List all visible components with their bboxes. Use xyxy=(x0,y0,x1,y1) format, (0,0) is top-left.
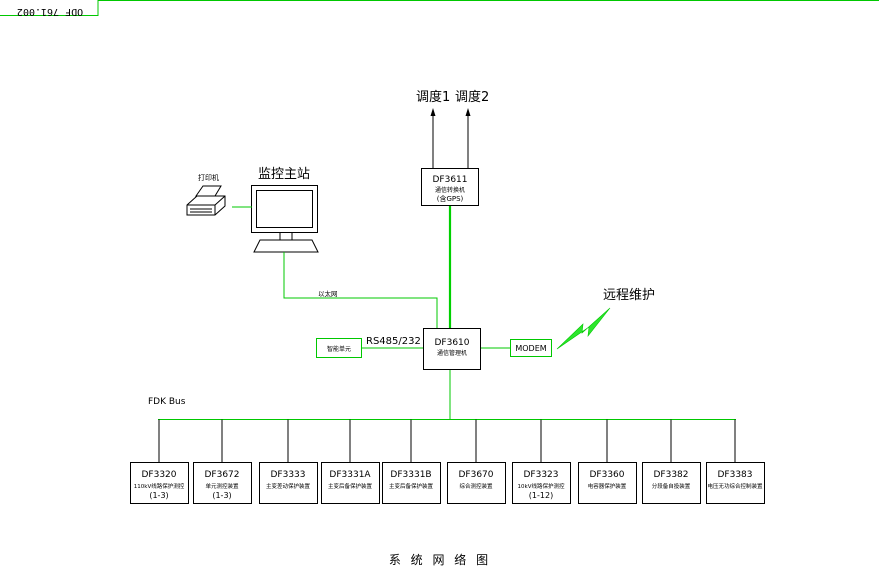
smart-unit-label: 智能单元 xyxy=(327,345,351,353)
device-model: DF3320 xyxy=(141,470,176,480)
device-range: (1-3) xyxy=(212,491,231,500)
device-desc: 110kV线路保护测控 xyxy=(134,482,185,490)
modem-box xyxy=(510,339,552,357)
fdk-bus-label: FDK Bus xyxy=(148,397,186,407)
device-range: (1-12) xyxy=(529,491,553,500)
device-model: DF3382 xyxy=(653,470,688,480)
device-box xyxy=(512,462,571,504)
rs485-label: RS485/232 xyxy=(366,336,421,347)
dispatch-2-arrow-icon xyxy=(465,108,471,116)
remote-maintenance-label: 远程维护 xyxy=(603,288,655,303)
drawing-number: ODF 761.002 xyxy=(17,6,83,17)
diagram-caption: 系 统 网 络 图 xyxy=(389,552,491,567)
device-row: DF3320110kV线路保护测控(1-3)DF3672单元测控装置(1-3)D… xyxy=(130,419,765,504)
lightning-icon xyxy=(556,307,611,350)
device-box xyxy=(706,462,765,504)
df3611-model: DF3611 xyxy=(432,175,467,185)
master-station-label: 监控主站 xyxy=(258,167,310,182)
device-model: DF3331A xyxy=(329,470,371,480)
device-model: DF3331B xyxy=(390,470,431,480)
device-desc: 单元测控装置 xyxy=(205,482,239,490)
dispatch-1-label: 调度1 xyxy=(416,89,450,105)
ethernet-label: 以太网 xyxy=(318,289,338,298)
device-model: DF3323 xyxy=(523,470,558,480)
device-range: (1-3) xyxy=(149,491,168,500)
printer-label: 打印机 xyxy=(198,173,219,182)
device-desc: 电容器保护装置 xyxy=(588,482,627,490)
device-box xyxy=(193,462,252,504)
device-model: DF3360 xyxy=(589,470,624,480)
device-box xyxy=(447,462,506,504)
device-desc: 主变差动保护装置 xyxy=(266,482,311,490)
printer-icon xyxy=(186,185,226,216)
device-box xyxy=(321,462,380,504)
device-box xyxy=(130,462,189,504)
dispatch-1-arrow-icon xyxy=(430,108,436,116)
device-desc: 综合测控装置 xyxy=(459,482,493,490)
df3610-box xyxy=(423,328,481,370)
device-desc: 10kV线路保护测控 xyxy=(518,482,565,490)
df3611-box xyxy=(421,168,479,206)
device-desc: 分段备自投装置 xyxy=(652,482,691,490)
device-box xyxy=(259,462,318,504)
device-model: DF3672 xyxy=(204,470,239,480)
device-box xyxy=(578,462,637,504)
ethernet-link xyxy=(283,252,438,328)
device-desc: 主变后备保护装置 xyxy=(389,482,434,490)
df3611-note: (含GPS) xyxy=(437,194,464,203)
dispatch-2-label: 调度2 xyxy=(455,89,489,105)
device-model: DF3670 xyxy=(458,470,493,480)
modem-label: MODEM xyxy=(515,344,546,353)
monitor-icon xyxy=(251,185,319,253)
device-desc: 电压无功综合控制装置 xyxy=(707,482,763,490)
device-desc: 主变后备保护装置 xyxy=(328,482,373,490)
device-box xyxy=(382,462,441,504)
smart-unit-box xyxy=(316,338,362,358)
df3610-model: DF3610 xyxy=(434,338,469,348)
df3610-desc: 通信管理机 xyxy=(437,349,467,357)
device-box xyxy=(642,462,701,504)
df3611-desc: 通信转换机 xyxy=(435,186,465,194)
device-model: DF3383 xyxy=(717,470,752,480)
device-model: DF3333 xyxy=(270,470,305,480)
